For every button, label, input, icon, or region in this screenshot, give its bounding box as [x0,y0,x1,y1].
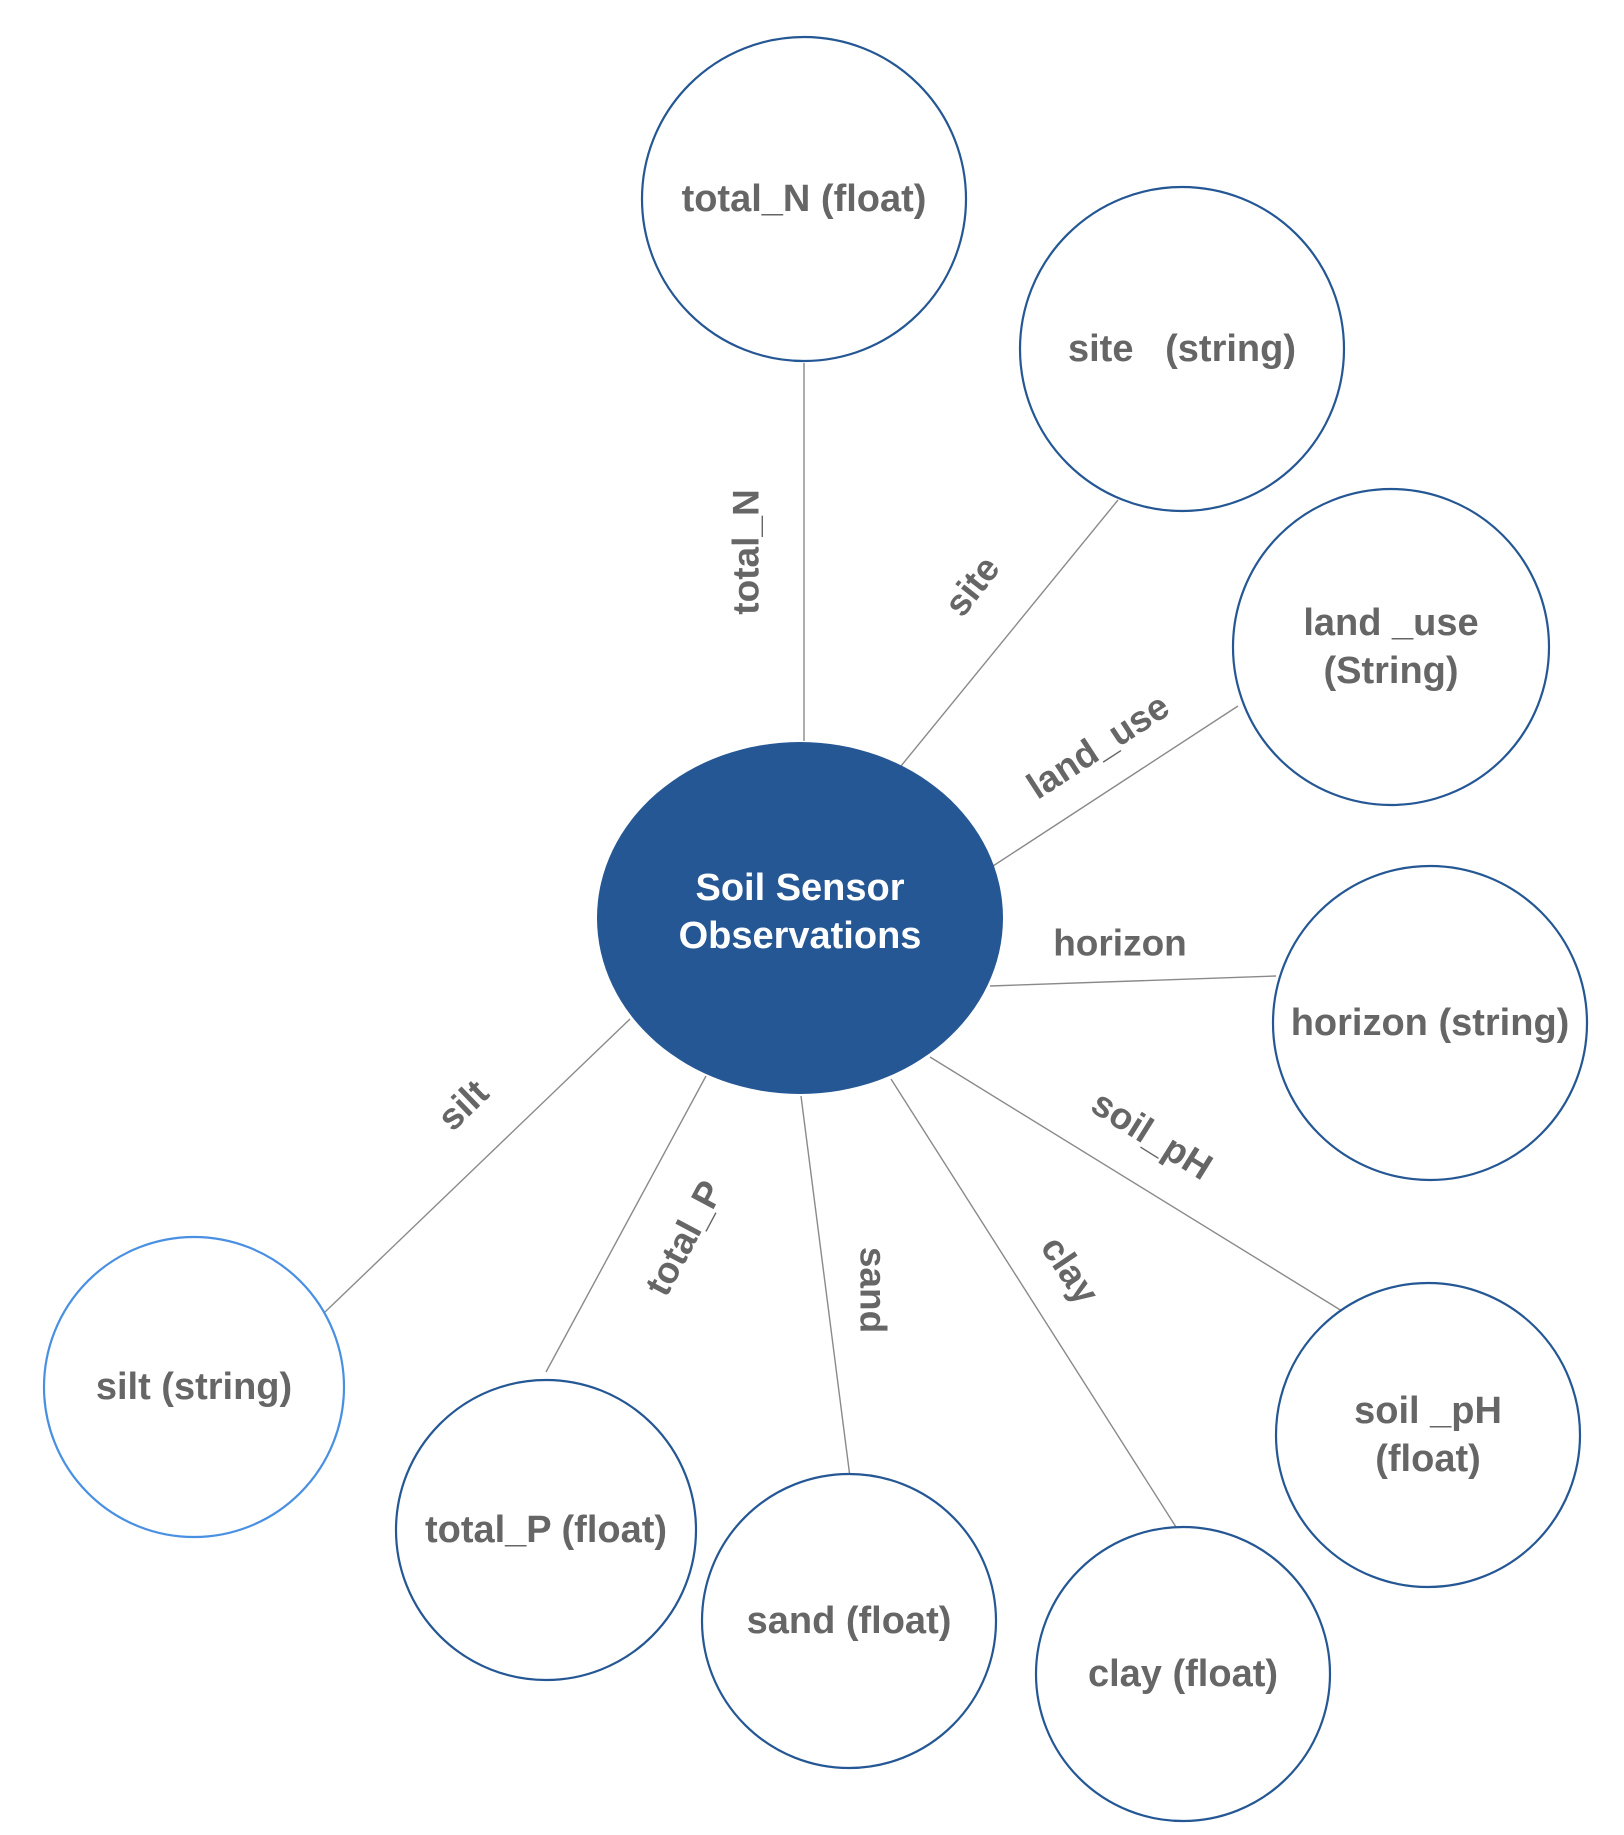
node-total-P[interactable]: total_P (float) [394,1378,698,1682]
edge-soil-pH [929,1056,1343,1312]
edge-label-total-P: total_P [637,1174,731,1302]
node-circle[interactable] [640,35,968,363]
edge-horizon [989,975,1277,987]
node-label: horizon (string) [1291,1002,1570,1044]
edge-land-use [992,705,1239,867]
node-label: total_N (float) [682,178,927,220]
edge-label-site: site [936,548,1008,623]
edge-label-sand: sand [853,1247,894,1333]
node-circle[interactable] [1018,185,1346,513]
edge-silt [324,1018,631,1313]
node-label: sand (float) [747,1600,952,1642]
node-clay[interactable]: clay (float) [1034,1525,1332,1823]
edge-sand [800,1095,852,1486]
edge-label-clay: clay [1033,1229,1107,1312]
edge-total-P [545,1075,707,1373]
node-circle[interactable] [1034,1525,1332,1823]
node-circle[interactable] [1231,487,1551,807]
node-site[interactable]: site (string) [1018,185,1346,513]
hub-ellipse[interactable] [597,742,1003,1094]
node-horizon[interactable]: horizon (string) [1271,864,1589,1182]
node-label: land _use [1303,602,1478,644]
edges-layer [324,363,1343,1539]
edge-clay [890,1078,1184,1539]
node-soil-pH[interactable]: soil _pH (float) [1274,1281,1582,1589]
node-label: silt (string) [96,1366,292,1408]
node-circle[interactable] [42,1235,346,1539]
edge-label-land-use: land_use [1020,685,1177,807]
node-total-N[interactable]: total_N (float) [640,35,968,363]
node-label: soil _pH [1354,1390,1502,1432]
node-circle[interactable] [394,1378,698,1682]
node-land-use[interactable]: land _use (String) [1231,487,1551,807]
hub-label-line-1: Soil Sensor [695,867,904,909]
node-label: site (string) [1068,328,1296,370]
node-circle[interactable] [1274,1281,1582,1589]
node-label: (float) [1375,1438,1481,1480]
hub-label-line-2: Observations [679,915,922,957]
hub-node[interactable]: Soil Sensor Observations [597,742,1003,1094]
edge-site [900,499,1119,767]
edge-label-silt: silt [430,1072,497,1139]
node-sand[interactable]: sand (float) [700,1472,998,1770]
node-label: total_P (float) [425,1509,667,1551]
edge-label-total-N: total_N [726,489,767,614]
nodes-layer: total_N (float) site (string) land _use (St… [42,35,1589,1823]
node-label: clay (float) [1088,1653,1278,1695]
edge-label-horizon: horizon [1053,923,1187,964]
node-circle[interactable] [700,1472,998,1770]
node-silt[interactable]: silt (string) [42,1235,346,1539]
edge-label-soil-pH: soil_pH [1084,1082,1219,1188]
node-circle[interactable] [1271,864,1589,1182]
node-label: (String) [1323,650,1458,692]
